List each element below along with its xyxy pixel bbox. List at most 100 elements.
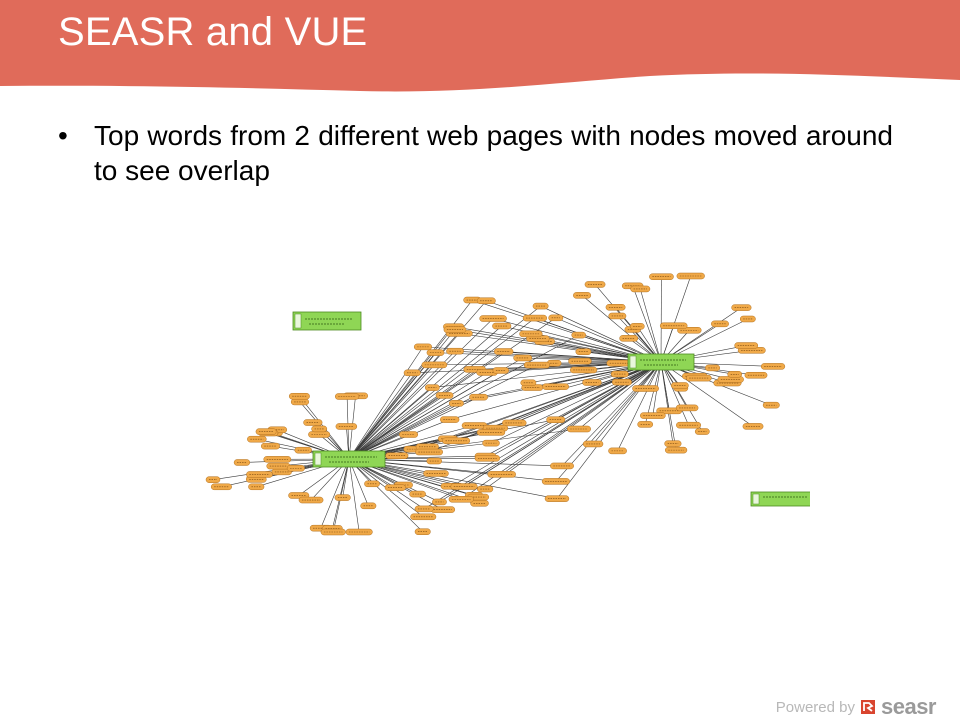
word-node <box>731 304 752 311</box>
graph-edge <box>556 361 662 499</box>
page-hub-node <box>750 491 810 507</box>
word-node <box>571 331 586 339</box>
word-node <box>522 314 548 322</box>
graph-edge <box>348 364 435 460</box>
word-node <box>360 502 377 510</box>
word-node-shape <box>611 378 632 386</box>
page-hub-doc-icon <box>629 355 637 369</box>
page-hub-doc-icon <box>294 313 302 329</box>
word-node <box>566 425 591 433</box>
graph-edge <box>453 326 662 363</box>
graph-edge <box>660 361 754 427</box>
word-node <box>421 361 448 369</box>
word-node <box>762 401 780 409</box>
graph-edge <box>660 275 692 363</box>
word-node <box>303 419 323 426</box>
graph-edge <box>501 361 662 475</box>
word-node <box>575 348 592 355</box>
header-banner <box>0 0 960 100</box>
word-node <box>248 483 265 491</box>
word-node-shape <box>727 371 743 378</box>
page-hub-shape <box>312 450 386 468</box>
word-node-shape <box>731 304 752 311</box>
page-hub-node <box>312 450 386 468</box>
word-node <box>247 435 267 443</box>
word-node <box>294 446 312 454</box>
word-node-shape <box>575 348 592 355</box>
word-node <box>760 363 786 370</box>
word-node <box>334 393 360 400</box>
graph-edge <box>348 372 488 460</box>
word-node <box>739 315 756 323</box>
word-node <box>523 361 551 369</box>
bullet-dot: • <box>58 120 68 151</box>
word-node-shape <box>423 470 449 477</box>
word-node-shape <box>233 459 251 466</box>
graph-edge <box>660 307 742 363</box>
word-node <box>263 456 292 463</box>
word-node <box>532 302 549 310</box>
word-graph-svg <box>205 272 810 536</box>
word-node <box>210 483 232 491</box>
graph-edge <box>348 325 502 460</box>
graph-edge <box>456 361 662 404</box>
word-node-shape <box>248 483 265 491</box>
word-node <box>255 428 277 435</box>
word-node <box>568 357 592 365</box>
word-node-shape <box>548 314 564 322</box>
word-node-shape <box>640 412 666 419</box>
word-node-shape <box>320 528 346 536</box>
bullet-text: Top words from 2 different web pages wit… <box>94 120 893 186</box>
word-node <box>659 322 688 330</box>
word-node-shape <box>448 400 464 407</box>
word-node <box>637 421 654 428</box>
word-node-shape <box>360 502 377 510</box>
word-node <box>446 347 464 355</box>
word-node <box>205 476 221 483</box>
word-node-shape <box>255 428 277 435</box>
graph-edge <box>348 350 456 460</box>
word-node-shape <box>364 480 380 488</box>
word-node <box>584 281 606 288</box>
word-node <box>286 464 305 472</box>
word-node <box>335 423 358 430</box>
page-hub-node <box>627 353 695 371</box>
word-node-shape <box>571 331 586 339</box>
word-node <box>513 354 533 362</box>
word-node <box>629 323 645 330</box>
word-node <box>440 416 460 423</box>
graph-edge <box>348 370 501 460</box>
word-node-shape <box>288 392 310 400</box>
graph-edge <box>660 361 689 426</box>
word-node <box>426 349 445 356</box>
word-node <box>474 455 500 462</box>
word-node-shape <box>205 476 221 483</box>
word-node-shape <box>739 315 756 323</box>
graph-edge <box>561 361 662 467</box>
word-node-shape <box>523 361 551 369</box>
word-node <box>448 400 464 407</box>
word-node <box>288 392 310 400</box>
graph-edge <box>660 361 674 444</box>
word-node <box>448 496 474 503</box>
word-node-shape <box>742 423 764 430</box>
word-node <box>409 490 426 498</box>
word-node-shape <box>685 374 712 382</box>
word-node <box>492 322 512 330</box>
word-node <box>414 505 434 513</box>
word-node <box>426 457 442 465</box>
graph-edge <box>555 361 662 482</box>
graph-edge <box>617 361 662 452</box>
word-node <box>541 478 570 485</box>
graph-edge <box>320 458 350 529</box>
word-node <box>694 428 710 435</box>
word-node <box>744 371 768 379</box>
word-node-shape <box>410 513 437 521</box>
word-node-shape <box>637 421 654 428</box>
word-node-shape <box>298 496 324 504</box>
graph-edge <box>348 305 541 460</box>
word-node <box>298 496 324 504</box>
word-node <box>479 315 507 322</box>
word-node <box>470 500 489 507</box>
graph-edge <box>348 364 538 460</box>
